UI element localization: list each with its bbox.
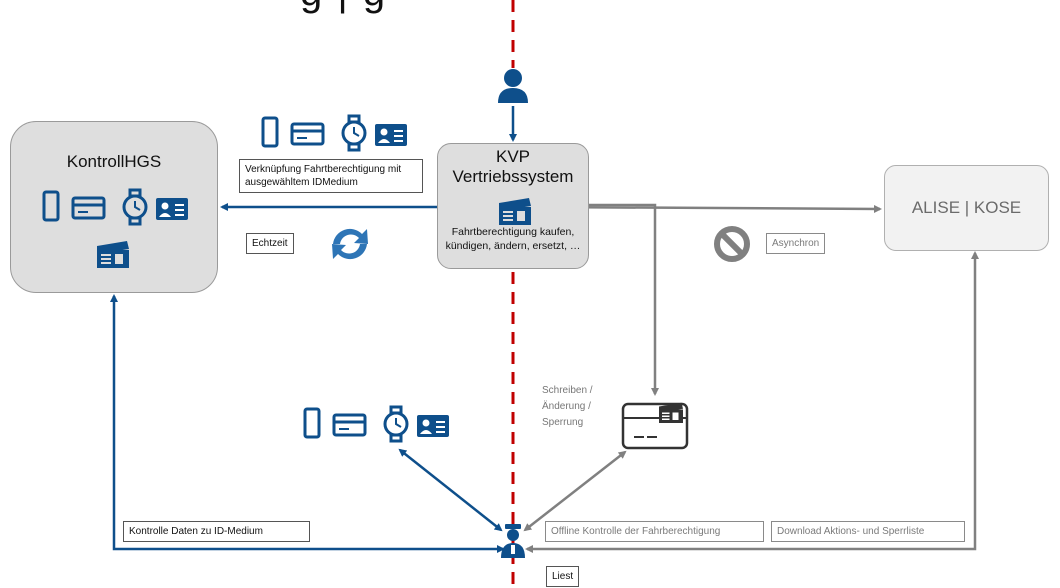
- alise-kose-box: ALISE | KOSE: [884, 165, 1049, 251]
- card-icon: [71, 196, 106, 220]
- arrow-devices-inspector: [398, 448, 503, 532]
- label-echtzeit: Echtzeit: [246, 233, 294, 254]
- alise-kose-title: ALISE | KOSE: [911, 198, 1022, 217]
- ticket-icon: [499, 198, 531, 225]
- label-schreiben: Schreiben / Änderung / Sperrung: [542, 385, 593, 428]
- arrow-kvp-to-alise: [539, 204, 882, 213]
- label-verknuepfung: Verknüpfung Fahrtberechtigung mit ausgew…: [239, 159, 423, 193]
- kvp-title: KVP Vertriebssystem: [438, 147, 588, 187]
- smartwatch-icon: [122, 188, 148, 226]
- ticket-icon: [97, 241, 129, 268]
- prohibited-icon: [714, 226, 750, 262]
- kvp-box: KVP Vertriebssystem Fahrtberechtigung ka…: [437, 143, 589, 269]
- kontroll-hgs-title: KontrollHGS: [66, 152, 162, 171]
- label-kontrolle-daten: Kontrolle Daten zu ID-Medium: [123, 521, 310, 542]
- inspector-icon: [501, 524, 525, 558]
- label-offline-kontrolle: Offline Kontrolle der Fahrberechtigung: [545, 521, 764, 542]
- sync-icon: [332, 228, 368, 260]
- ticket-icon: [659, 402, 683, 423]
- kvp-title-line1: KVP: [495, 147, 531, 166]
- chip-card-icon: [621, 402, 689, 450]
- label-download: Download Aktions- und Sperrliste: [771, 521, 965, 542]
- smartphone-icon: [261, 116, 279, 148]
- arrow-chipcard-inspector: [523, 450, 627, 532]
- devices-top: [261, 114, 407, 152]
- smartphone-icon: [303, 407, 321, 439]
- card-icon: [332, 413, 367, 437]
- label-asynchron: Asynchron: [766, 233, 826, 254]
- id-card-icon: [417, 415, 449, 437]
- kvp-description: Fahrtberechtigung kaufen, kündigen, ände…: [445, 226, 581, 252]
- header-title: g | g: [300, 0, 387, 15]
- smartwatch-icon: [383, 405, 409, 443]
- arrow-hgs-inspector: [110, 294, 505, 553]
- id-card-icon: [375, 124, 407, 146]
- kvp-title-line2: Vertriebssystem: [452, 167, 574, 186]
- smartphone-icon: [42, 190, 60, 222]
- id-card-icon: [156, 198, 188, 220]
- card-icon: [290, 122, 325, 146]
- smartwatch-icon: [341, 114, 367, 152]
- label-liest: Liest: [546, 566, 580, 587]
- devices-bottom: [303, 405, 449, 443]
- kontroll-hgs-box: KontrollHGS: [10, 121, 218, 293]
- hgs-icons: [42, 188, 188, 268]
- arrow-alise-inspector: [525, 251, 979, 553]
- person-icon: [498, 69, 528, 103]
